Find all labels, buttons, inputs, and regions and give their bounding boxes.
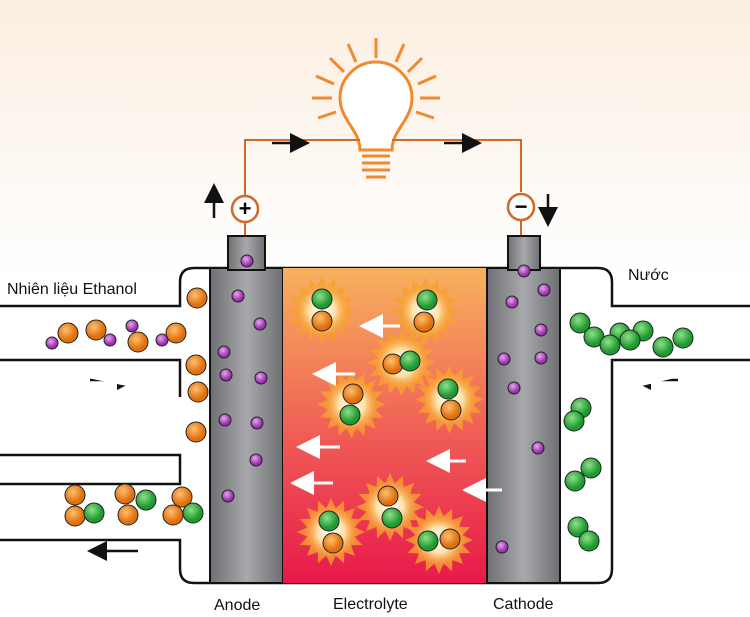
- reaction-glow: [422, 372, 477, 427]
- negative-terminal: [506, 192, 536, 222]
- reaction-glow: [363, 480, 417, 534]
- proton-ion: [231, 289, 245, 303]
- proton-ion: [155, 333, 169, 347]
- proton-ion: [507, 381, 521, 395]
- external-circuit-wire: [244, 139, 522, 236]
- ethanol-molecule: [186, 287, 208, 309]
- proton-ion: [125, 319, 139, 333]
- ethanol-molecule: [185, 421, 207, 443]
- ethanol-molecule: [185, 354, 207, 376]
- electrolyte-label: Electrolyte: [333, 596, 408, 613]
- molecule-atom: [439, 528, 461, 550]
- fuel-label: Nhiên liệu Ethanol: [7, 281, 137, 298]
- proton-ion: [534, 323, 548, 337]
- molecule-atom: [440, 399, 462, 421]
- plus-sign: +: [239, 196, 252, 221]
- molecule-atom: [381, 507, 403, 529]
- proton-ion: [517, 264, 531, 278]
- proton-ion: [221, 489, 235, 503]
- proton-ion: [240, 254, 254, 268]
- water-molecule: [652, 336, 674, 358]
- molecule-atom: [318, 510, 340, 532]
- molecule-atom: [437, 378, 459, 400]
- anode-label: Anode: [214, 597, 261, 614]
- proton-ion: [218, 413, 232, 427]
- water-molecule: [619, 329, 641, 351]
- positive-terminal: [230, 194, 260, 224]
- oxygen-atom: [182, 502, 204, 524]
- water-molecule: [580, 457, 602, 479]
- ethanol-molecule: [114, 483, 136, 505]
- ethanol-molecule: [171, 486, 193, 508]
- reaction-glow: [304, 505, 358, 559]
- proton-ion: [505, 295, 519, 309]
- light-bulb-icon: [312, 38, 440, 179]
- ethanol-molecule: [187, 381, 209, 403]
- molecule-atom: [311, 310, 333, 332]
- water-molecule: [564, 470, 586, 492]
- cathode-tab: [507, 235, 541, 271]
- proton-ion: [249, 453, 263, 467]
- proton-ion: [537, 283, 551, 297]
- molecule-atom: [342, 383, 364, 405]
- proton-ion: [219, 368, 233, 382]
- anode-electrode: [209, 267, 284, 584]
- ethanol-molecule: [127, 331, 149, 353]
- molecule-atom: [339, 404, 361, 426]
- ethanol-molecule: [117, 504, 139, 526]
- molecule-atom: [377, 485, 399, 507]
- proton-ion: [495, 540, 509, 554]
- molecule-atom: [311, 288, 333, 310]
- reaction-glow: [398, 284, 453, 338]
- proton-ion: [531, 441, 545, 455]
- minus-sign: −: [515, 194, 528, 219]
- water-molecule: [672, 327, 694, 349]
- molecule-atom: [322, 532, 344, 554]
- proton-ion: [103, 333, 117, 347]
- ethanol-molecule: [162, 504, 184, 526]
- ethanol-molecule: [64, 505, 86, 527]
- proton-ion: [217, 345, 231, 359]
- proton-ion: [254, 371, 268, 385]
- reaction-glow: [412, 513, 466, 567]
- proton-ion: [253, 317, 267, 331]
- proton-ion: [497, 352, 511, 366]
- cathode-label: Cathode: [493, 596, 554, 613]
- proton-ion: [45, 336, 59, 350]
- water-molecule: [599, 334, 621, 356]
- water-molecule: [563, 410, 585, 432]
- water-molecule: [578, 530, 600, 552]
- ion-flow-arrows: [290, 314, 502, 502]
- molecule-atom: [417, 530, 439, 552]
- molecule-atom: [416, 289, 438, 311]
- proton-ion: [534, 351, 548, 365]
- water-molecule: [569, 312, 591, 334]
- oxygen-atom: [135, 489, 157, 511]
- oxygen-atom: [83, 502, 105, 524]
- reaction-glow: [295, 283, 349, 337]
- molecule-atom: [413, 311, 435, 333]
- water-molecule: [567, 516, 589, 538]
- cathode-electrode: [486, 267, 561, 584]
- water-label: Nước: [628, 267, 669, 284]
- ethanol-molecule: [165, 322, 187, 344]
- ethanol-molecule: [57, 322, 79, 344]
- proton-ion: [250, 416, 264, 430]
- reaction-glow: [324, 377, 379, 432]
- ethanol-molecule: [64, 484, 86, 506]
- ethanol-molecule: [85, 319, 107, 341]
- molecule-atom: [399, 350, 421, 372]
